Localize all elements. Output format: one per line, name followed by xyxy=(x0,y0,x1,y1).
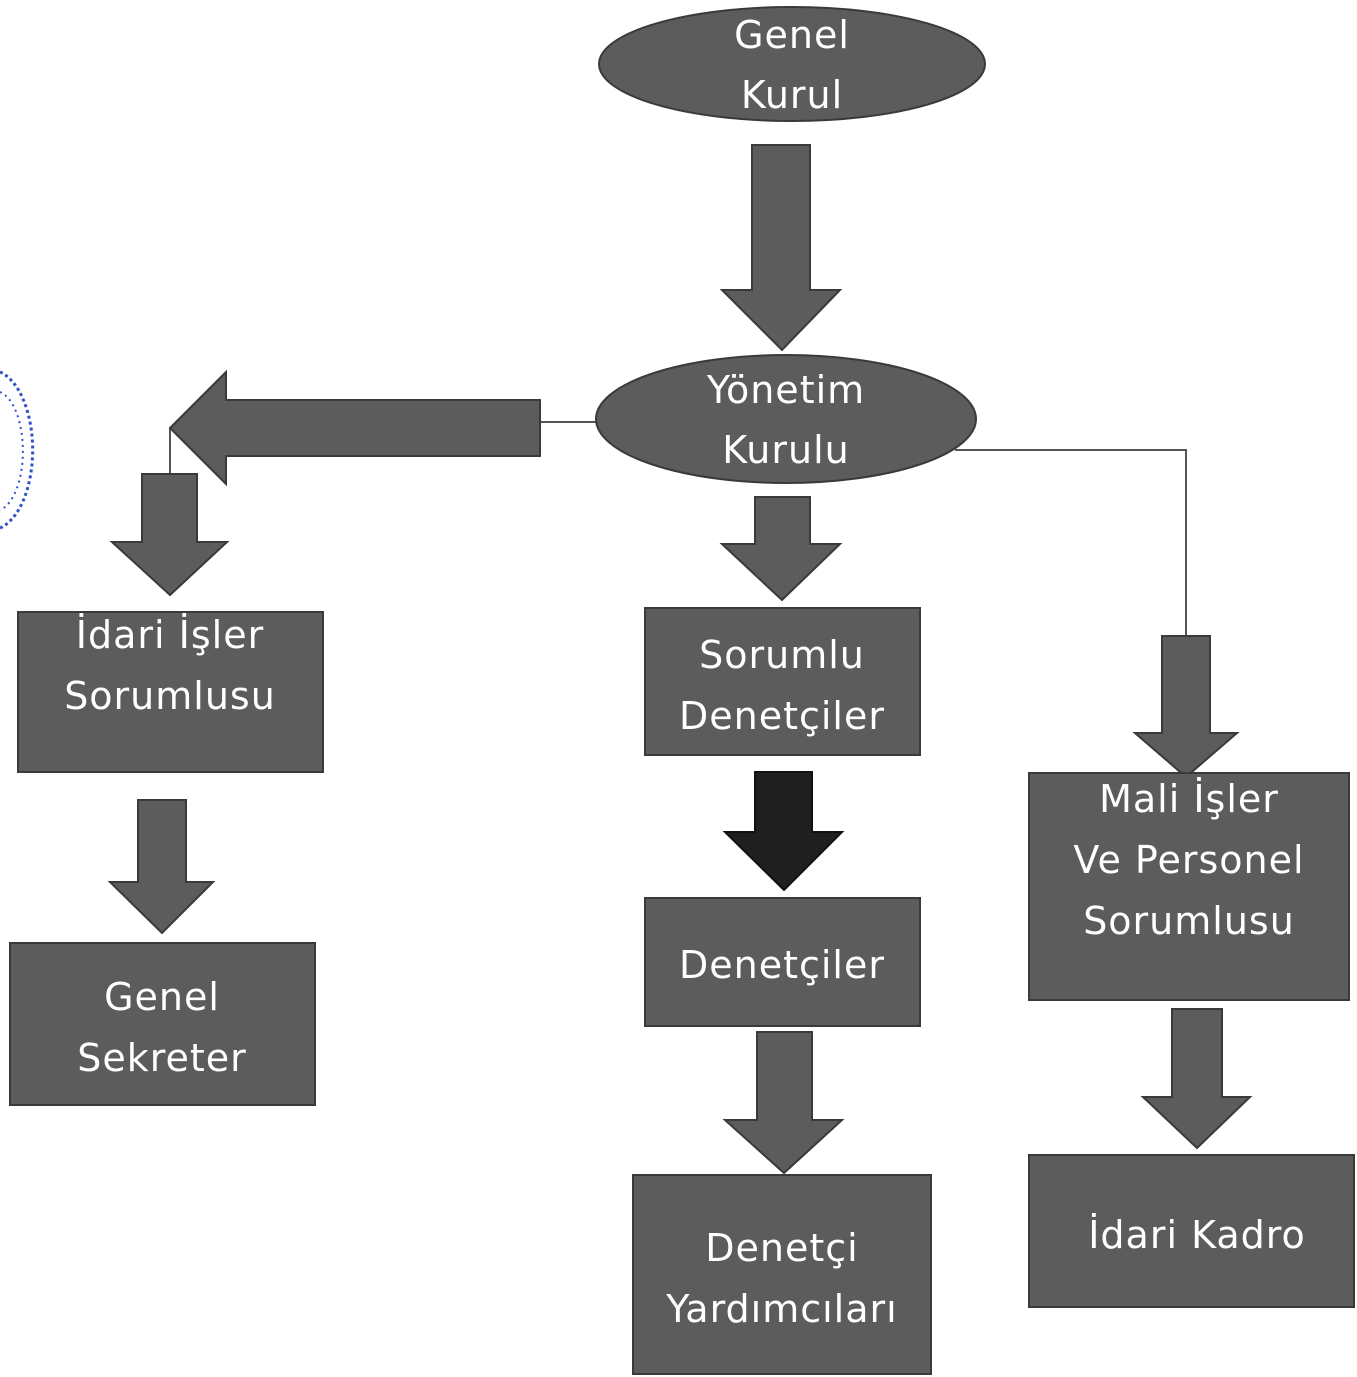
node-idari-isler-sorumlusu: İdari İşler Sorumlusu xyxy=(17,611,324,773)
node-genel-sekreter-line1: Genel xyxy=(104,975,220,1019)
node-sorumlu-denetciler-shape xyxy=(644,607,921,756)
arrow-to-idari-isler xyxy=(109,473,230,597)
node-denetci-yardimcilari-line1: Denetçi xyxy=(705,1226,858,1270)
node-idari-isler-sorumlusu-line2: Sorumlusu xyxy=(64,674,276,718)
node-genel-sekreter-shape xyxy=(9,942,316,1106)
node-idari-kadro-shape xyxy=(1028,1154,1355,1308)
node-yonetim-kurulu: Yönetim Kurulu xyxy=(595,354,977,484)
node-yonetim-kurulu-shape xyxy=(595,354,977,484)
arrow-genel-to-yonetim xyxy=(719,144,843,352)
node-idari-kadro: İdari Kadro xyxy=(1028,1154,1355,1308)
node-denetci-yardimcilari-line2: Yardımcıları xyxy=(665,1287,897,1331)
arrow-sorumlu-to-denetciler xyxy=(722,771,845,892)
arrow-idari-to-genel-sekreter xyxy=(107,799,216,935)
node-genel-kurul-line1: Genel xyxy=(734,13,850,57)
node-idari-kadro-line1: İdari Kadro xyxy=(1088,1213,1306,1257)
node-denetciler-shape xyxy=(644,897,921,1027)
arrow-denetciler-to-yardimcilar xyxy=(722,1031,845,1175)
node-sorumlu-denetciler-line1: Sorumlu xyxy=(699,633,865,677)
arrow-mali-to-idari-kadro xyxy=(1140,1008,1253,1150)
node-genel-sekreter: Genel Sekreter xyxy=(9,942,316,1106)
node-mali-isler: Mali İşler Ve Personel Sorumlusu xyxy=(1028,772,1350,1001)
node-yonetim-kurulu-line2: Kurulu xyxy=(722,428,849,472)
connector-line-right xyxy=(955,449,1187,636)
node-genel-sekreter-line2: Sekreter xyxy=(77,1036,247,1080)
node-yonetim-kurulu-line1: Yönetim xyxy=(706,368,865,412)
node-mali-isler-line3: Sorumlusu xyxy=(1083,899,1295,943)
node-idari-isler-sorumlusu-line1: İdari İşler xyxy=(76,613,264,657)
node-genel-kurul-shape xyxy=(598,6,986,122)
node-mali-isler-shape xyxy=(1028,772,1350,1001)
node-denetci-yardimcilari-shape xyxy=(632,1174,932,1375)
node-denetci-yardimcilari: Denetçi Yardımcıları xyxy=(632,1174,932,1375)
arrow-to-mali-isler xyxy=(1132,635,1240,779)
node-sorumlu-denetciler-line2: Denetçiler xyxy=(679,694,885,738)
arrow-yonetim-to-left xyxy=(168,369,541,487)
node-sorumlu-denetciler: Sorumlu Denetçiler xyxy=(644,607,921,756)
node-mali-isler-line2: Ve Personel xyxy=(1073,838,1304,882)
node-denetciler-line1: Denetçiler xyxy=(679,943,885,987)
arrow-yonetim-to-sorumlu xyxy=(719,496,843,602)
node-genel-kurul: Genel Kurul xyxy=(598,6,986,122)
node-idari-isler-sorumlusu-shape xyxy=(17,611,324,773)
stamp-fragment xyxy=(0,370,35,530)
node-denetciler: Denetçiler xyxy=(644,897,921,1027)
node-genel-kurul-line2: Kurul xyxy=(741,73,843,117)
node-mali-isler-line1: Mali İşler xyxy=(1099,777,1279,821)
